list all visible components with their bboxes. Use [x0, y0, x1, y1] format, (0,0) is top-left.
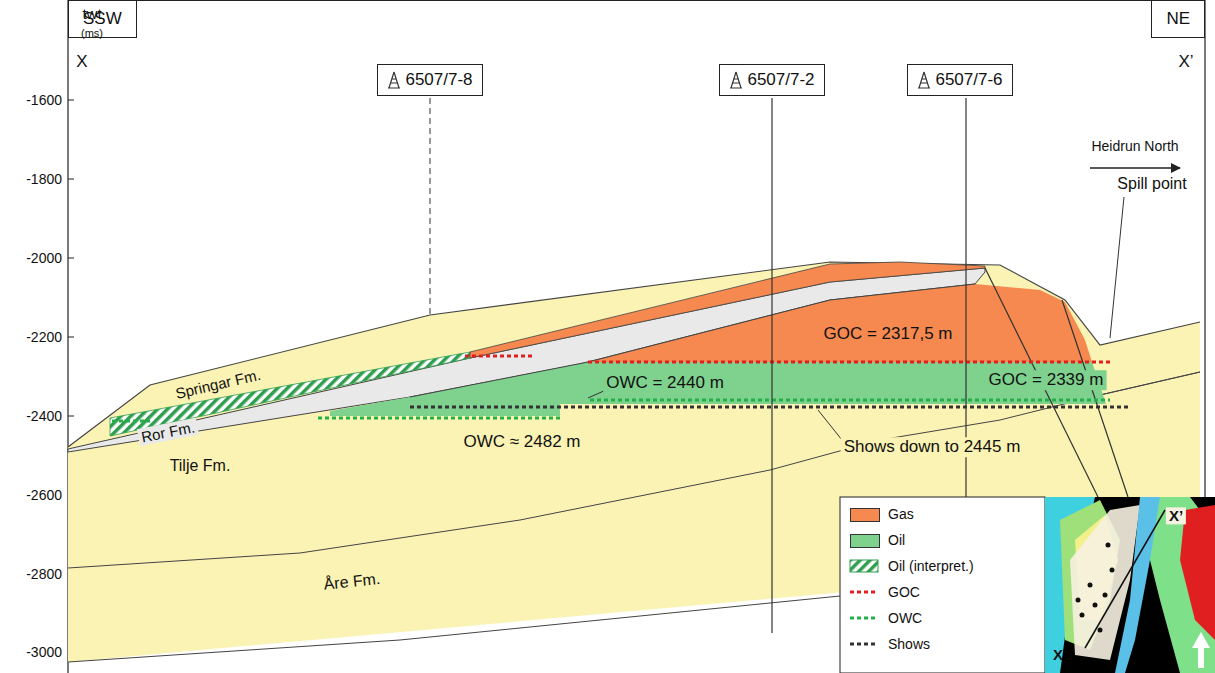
legend-swatch: [850, 534, 880, 548]
legend-swatch: [850, 508, 880, 522]
legend-text: Oil: [888, 532, 905, 548]
spill-point-label: Spill point: [1117, 175, 1186, 193]
well-icon: [917, 71, 931, 89]
tick-label: -1600: [26, 92, 62, 108]
tick-label: -1800: [26, 171, 62, 187]
axis-unit: (ms): [81, 27, 103, 40]
tick-label: -3000: [26, 644, 62, 660]
shows-label: Shows down to 2445 m: [841, 437, 1024, 457]
well-name: 6507/7-6: [935, 70, 1002, 90]
legend-text: GOC: [888, 584, 920, 600]
well-icon: [387, 71, 401, 89]
tick-label: -2600: [26, 487, 62, 503]
legend-text: Oil (interpret.): [888, 558, 974, 574]
legend-text: OWC: [888, 610, 922, 626]
formation-name: Tilje Fm.: [170, 457, 231, 475]
tick-label: -2400: [26, 408, 62, 424]
legend-line: [849, 637, 879, 651]
section-end: X: [76, 52, 87, 72]
tick-label: -2200: [26, 329, 62, 345]
legend-line: [849, 585, 879, 599]
map-point: X’: [1166, 507, 1186, 524]
well-box: 6507/7-2: [719, 64, 824, 96]
tick-label: -2800: [26, 566, 62, 582]
goc-label: GOC = 2317,5 m: [821, 324, 956, 344]
legend-text: Gas: [888, 506, 914, 522]
well-name: 6507/7-2: [747, 70, 814, 90]
section-end: X’: [1178, 52, 1193, 72]
well-box: 6507/7-8: [377, 64, 482, 96]
legend-line: [849, 611, 879, 625]
direction-label: Heidrun North: [1091, 138, 1178, 154]
direction-box: NE: [1151, 0, 1205, 38]
well-name: 6507/7-8: [405, 70, 472, 90]
well-icon: [729, 71, 743, 89]
legend-text: Shows: [888, 636, 930, 652]
well-name: NE: [1166, 9, 1190, 29]
map-point: X: [1053, 646, 1063, 663]
owc-label: OWC = 2440 m: [603, 373, 727, 393]
owc-label: OWC ≈ 2482 m: [463, 432, 580, 452]
tick-label: -2000: [26, 250, 62, 266]
goc-label: GOC = 2339 m: [986, 370, 1107, 390]
axis-title: twt: [82, 5, 101, 22]
legend-hatch: [849, 559, 879, 573]
well-box: 6507/7-6: [907, 64, 1012, 96]
